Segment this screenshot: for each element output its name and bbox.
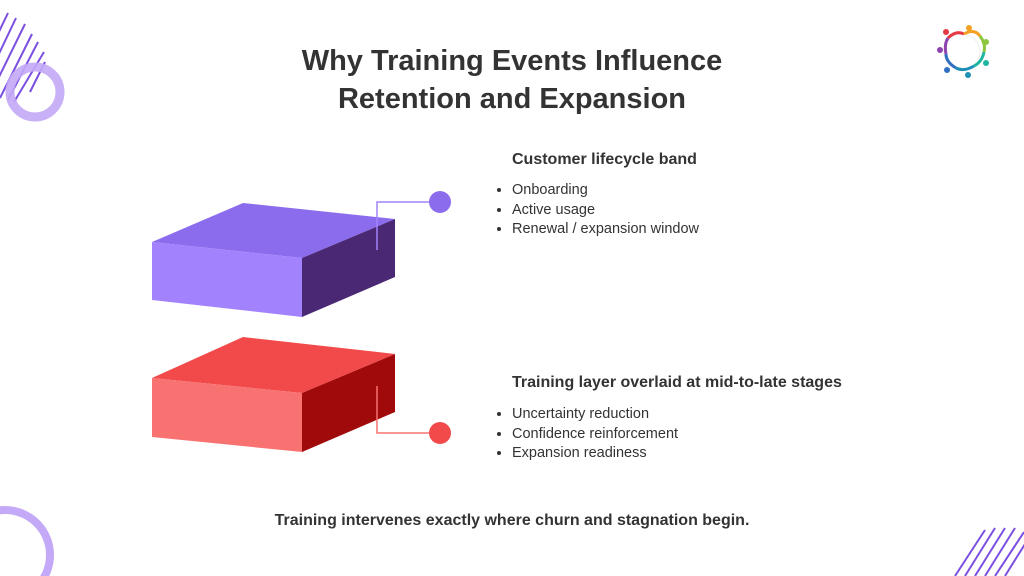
title-line-1: Why Training Events Influence: [301, 45, 723, 77]
list-item: Confidence reinforcement: [512, 425, 678, 445]
training-list: Uncertainty reduction Confidence reinfor…: [496, 405, 678, 464]
lifecycle-list: Onboarding Active usage Renewal / expans…: [496, 181, 699, 240]
footer-caption: Training intervenes exactly where churn …: [274, 512, 750, 529]
lifecycle-heading: Customer lifecycle band: [512, 151, 697, 168]
page-title: Why Training Events Influence Retention …: [0, 42, 1024, 118]
lifecycle-block: [152, 203, 395, 317]
training-heading: Training layer overlaid at mid-to-late s…: [512, 374, 842, 391]
list-item: Expansion readiness: [512, 444, 678, 464]
lifecycle-connector: [376, 191, 451, 250]
decor-ring-top-left: [5, 62, 65, 122]
list-item: Onboarding: [512, 181, 699, 201]
training-block: [152, 337, 395, 452]
training-connector: [376, 386, 451, 444]
decor-bottom-right: [954, 527, 1024, 576]
title-line-2: Retention and Expansion: [337, 83, 687, 115]
list-item: Renewal / expansion window: [512, 220, 699, 240]
community-logo-icon: [937, 25, 989, 78]
list-item: Uncertainty reduction: [512, 405, 678, 425]
list-item: Active usage: [512, 201, 699, 221]
decor-ring-bottom-left: [0, 506, 54, 576]
